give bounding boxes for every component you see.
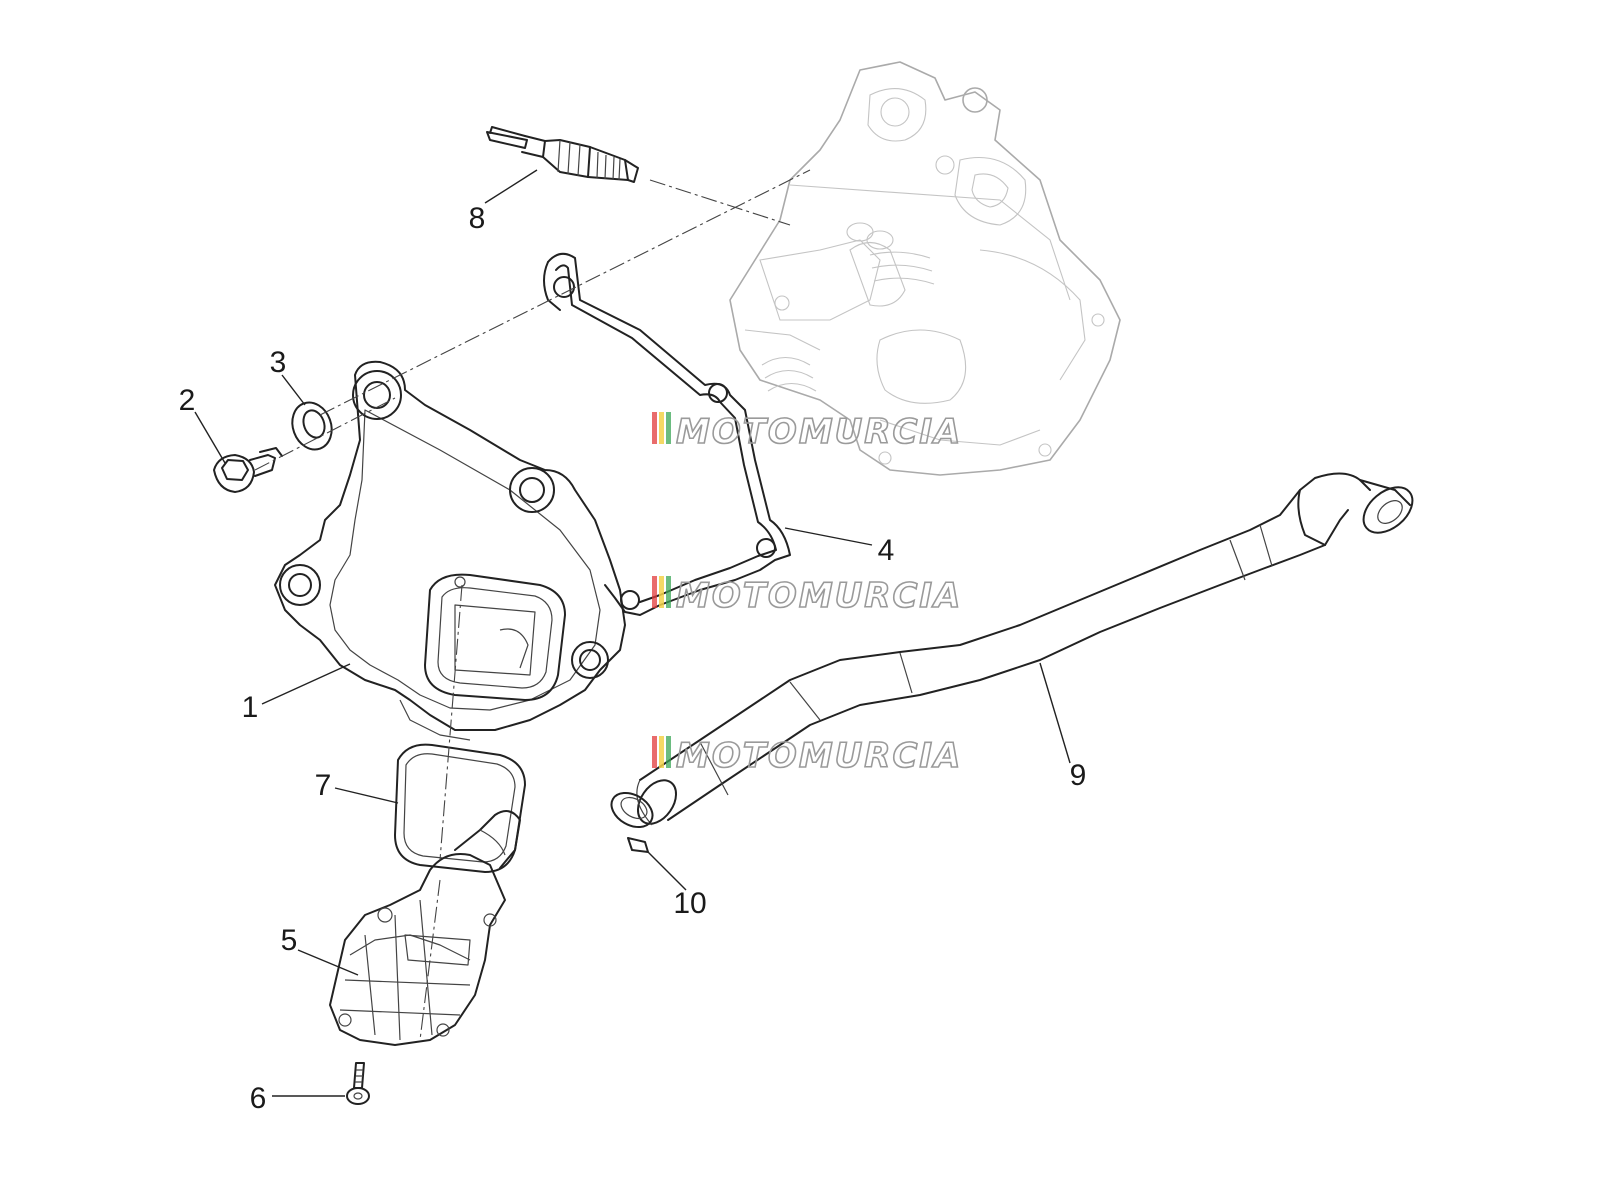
watermark-top: MOTOMURCIA [652, 411, 962, 453]
callout-7: 7 [315, 769, 332, 802]
callout-labels: 1 2 3 4 5 6 7 8 9 10 [179, 202, 1087, 1115]
callout-3: 3 [270, 346, 287, 379]
watermark-bottom: MOTOMURCIA [652, 735, 962, 777]
cylinder-head-ghost [729, 61, 1121, 476]
callout-10: 10 [673, 887, 706, 920]
cover-gasket [543, 252, 791, 616]
sealing-washer [291, 401, 333, 451]
callout-1: 1 [242, 691, 259, 724]
screw [346, 1062, 370, 1105]
alignment-lines [254, 169, 811, 1041]
callout-8: 8 [469, 202, 486, 235]
callout-6: 6 [250, 1082, 267, 1115]
svg-text:MOTOMURCIA: MOTOMURCIA [676, 412, 962, 452]
watermark-middle: MOTOMURCIA [652, 575, 962, 617]
svg-text:MOTOMURCIA: MOTOMURCIA [676, 576, 962, 616]
callout-4: 4 [878, 534, 895, 567]
callout-2: 2 [179, 384, 196, 417]
callout-5: 5 [281, 924, 298, 957]
svg-text:MOTOMURCIA: MOTOMURCIA [676, 736, 962, 776]
callout-9: 9 [1070, 759, 1087, 792]
breather-hose [636, 472, 1414, 826]
flanged-bolt [213, 447, 283, 493]
hose-clamp [610, 791, 654, 853]
cylinder-head-cover [274, 360, 626, 741]
blow-by-cover [329, 810, 521, 1046]
leader-lines [194, 169, 1071, 1097]
spark-plug [486, 126, 639, 183]
o-ring-seal [394, 743, 526, 873]
